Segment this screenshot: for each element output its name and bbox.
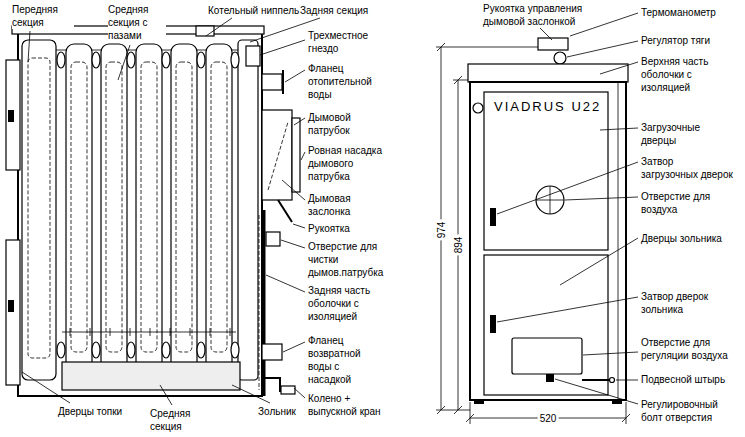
suspension-pin <box>582 379 612 381</box>
flow-flange <box>262 74 282 90</box>
part-label: Задняя часть оболочки с изоляцией <box>308 284 376 323</box>
part-label: Дымовая заслонка <box>308 192 363 218</box>
part-label: Загрузочные дверцы <box>641 121 711 147</box>
damper-handle <box>278 200 292 222</box>
door-handle <box>8 110 14 122</box>
boiler-nipples <box>57 52 239 358</box>
draft-regulator <box>554 52 566 64</box>
cleaning-opening <box>266 232 280 246</box>
elbow <box>264 378 280 392</box>
flange-plate <box>282 70 284 94</box>
middle-sections <box>66 44 232 374</box>
door-latch <box>490 315 496 333</box>
fire-door <box>6 240 20 385</box>
boiler-foot <box>474 400 484 404</box>
part-label: Средняя секция с пазами <box>108 3 166 42</box>
side-casing <box>618 82 619 400</box>
return-flange <box>262 344 282 360</box>
part-label: Рукоятка <box>308 222 350 235</box>
part-label: Верхняя часть оболочки с изоляцией <box>641 55 721 94</box>
insulation-line <box>259 215 260 390</box>
front-section-inner <box>28 58 50 358</box>
section-view <box>6 26 300 396</box>
flue-damper <box>268 122 288 190</box>
brand-plate: VIADRUS U22 <box>494 99 601 115</box>
damper-control-handle <box>538 38 568 50</box>
door-handle <box>8 300 14 312</box>
air-regulation-flap <box>512 338 582 374</box>
dimension-value: 520 <box>538 412 559 425</box>
part-label: Дымовой патрубок <box>308 111 363 137</box>
rear-shell <box>263 210 266 396</box>
leader-lines <box>22 13 638 405</box>
part-label: Ровная насадка дымового патрубка <box>308 144 390 183</box>
part-label: Дверцы топки <box>58 405 122 418</box>
part-label: Фланец возвратной воды с насадкой <box>308 334 368 386</box>
dimension-value: 894 <box>452 235 465 256</box>
rear-section <box>238 40 258 380</box>
loading-door <box>6 60 20 170</box>
part-label: Отверстие для воздуха <box>641 190 716 216</box>
regulating-bolt <box>546 374 554 382</box>
grate <box>62 328 236 336</box>
part-label: Подвесной штырь <box>641 373 725 386</box>
part-label: Регулировочный болт отверстия <box>641 398 721 424</box>
part-label: Трехместное гнездо <box>308 29 378 55</box>
part-label: Отверстие для регуляции воздуха <box>641 336 741 362</box>
dimension-lines <box>436 43 630 424</box>
part-label: Задняя секция <box>300 4 368 17</box>
air-opening <box>536 186 564 214</box>
drain-tap <box>281 386 295 394</box>
boiler-foot <box>612 400 622 404</box>
pin-head <box>610 378 615 383</box>
flue-pipe <box>262 110 292 200</box>
boiler-body <box>18 34 262 396</box>
flue-nozzle <box>292 118 300 192</box>
nipple-stub <box>196 26 214 36</box>
ash-door <box>484 255 608 395</box>
part-label: Рукоятка управления дымовой заслонкой <box>483 2 593 28</box>
air-opening-cross <box>536 186 564 214</box>
part-label: Средняя секция <box>150 407 205 433</box>
part-label: Дверцы зольника <box>641 232 722 245</box>
part-label: Затвор дверок зольника <box>641 290 716 316</box>
loading-door <box>484 92 608 250</box>
dimension-value: 974 <box>435 220 448 241</box>
part-label: Колено + выпускной кран <box>308 392 383 418</box>
part-label: Термоманометр <box>641 6 716 19</box>
sensor-socket <box>246 46 260 66</box>
door-latch <box>490 208 496 226</box>
ash-pan <box>62 362 240 390</box>
part-label: Отверстие для чистки дымов.патрубка <box>308 240 388 279</box>
thermomanometer <box>473 103 483 113</box>
part-label: Регулятор тяги <box>641 34 710 47</box>
front-view <box>468 38 628 404</box>
part-label: Котельный ниппель <box>208 4 299 17</box>
part-label: Зольник <box>258 405 296 418</box>
part-label: Фланец отопительной воды <box>308 62 376 101</box>
part-label: Передняя секция <box>12 3 74 29</box>
front-section <box>22 40 56 380</box>
part-label: Затвор загрузочных дверок <box>641 155 733 181</box>
